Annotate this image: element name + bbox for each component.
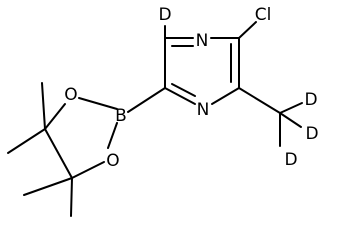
bond-methyl-4 xyxy=(70,177,73,217)
bond-methyl-2 xyxy=(7,128,46,154)
pinacol-ring xyxy=(44,97,118,179)
molecule-structure: D N Cl N B O O D D D xyxy=(7,5,319,217)
atom-o-top: O xyxy=(64,85,77,105)
atom-d-ring: D xyxy=(158,5,171,25)
bond-ch3-d-right xyxy=(279,112,302,128)
atom-cl: Cl xyxy=(255,5,272,25)
pyrazine-ring xyxy=(164,37,240,105)
bond-c-cl xyxy=(238,21,257,39)
bond-n-bottom-c-boron-inner xyxy=(171,83,196,97)
bond-o-top-c-quaternary xyxy=(44,103,66,130)
bond-ch3-d-top xyxy=(279,102,303,114)
atom-n-top: N xyxy=(196,31,209,51)
methyl-bonds xyxy=(7,82,73,217)
atom-d-methyl-right: D xyxy=(305,124,318,144)
atom-d-methyl-bottom: D xyxy=(284,150,297,170)
bond-c-methyl-n-bottom xyxy=(211,87,240,105)
bond-o-bottom-c-quaternary xyxy=(71,161,105,179)
atom-d-methyl-top: D xyxy=(304,90,317,110)
bond-quaternary-quaternary xyxy=(44,128,73,179)
atom-n-bottom: N xyxy=(197,100,210,120)
bond-n-bottom-c-boron xyxy=(164,87,196,105)
bond-methyl-3 xyxy=(23,177,73,196)
bond-b-o-top xyxy=(78,97,118,110)
bond-c-methyl-ch3 xyxy=(238,87,281,114)
substituent-bonds xyxy=(127,21,303,147)
atom-o-bottom: O xyxy=(106,151,119,171)
bond-methyl-1 xyxy=(41,82,46,130)
bond-b-o-bottom xyxy=(107,122,118,149)
molecule-canvas: D N Cl N B O O D D D xyxy=(7,5,319,217)
atom-b: B xyxy=(115,106,127,126)
bond-c-boron-b xyxy=(127,87,166,113)
